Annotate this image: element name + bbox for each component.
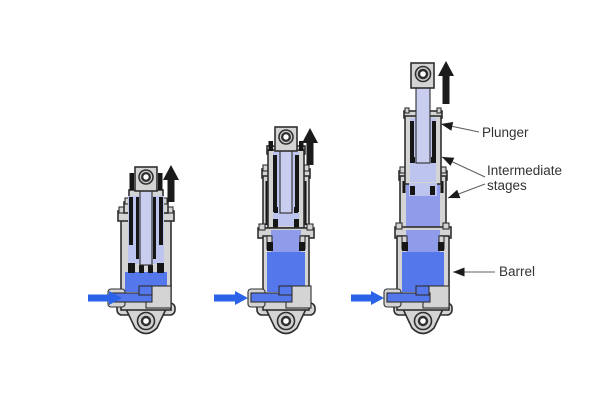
fluid-inlet-arrow-icon	[351, 291, 384, 305]
plunger-rod	[279, 148, 293, 214]
plunger-rod	[415, 86, 431, 164]
label-barrel: Barrel	[499, 264, 536, 279]
cylinder-fully-extended	[351, 61, 454, 335]
barrel-fluid	[267, 252, 305, 292]
motion-up-arrow-icon	[438, 61, 454, 104]
fluid-inlet-arrow-icon	[214, 291, 248, 305]
label-plunger: Plunger	[482, 125, 529, 140]
plunger-rod	[139, 188, 153, 266]
inlet-channel	[250, 292, 293, 303]
motion-up-arrow-icon	[302, 128, 318, 165]
barrel-fluid	[402, 252, 444, 292]
intermediate-leader-upper	[441, 156, 486, 178]
cylinder-retracted	[88, 165, 179, 335]
seal-bar	[129, 197, 133, 245]
cylinder-partially-extended	[214, 126, 318, 335]
motion-up-arrow-icon	[163, 165, 179, 202]
leader-lines	[440, 121, 495, 277]
inlet-channel	[386, 292, 431, 303]
intermediate-leader-lower	[447, 183, 486, 199]
label-intermediate-stages: Intermediate stages	[487, 163, 563, 193]
stage2-fluid	[271, 230, 301, 252]
plunger-leader	[440, 121, 480, 133]
fluid-inlet-arrow-icon	[88, 291, 122, 305]
